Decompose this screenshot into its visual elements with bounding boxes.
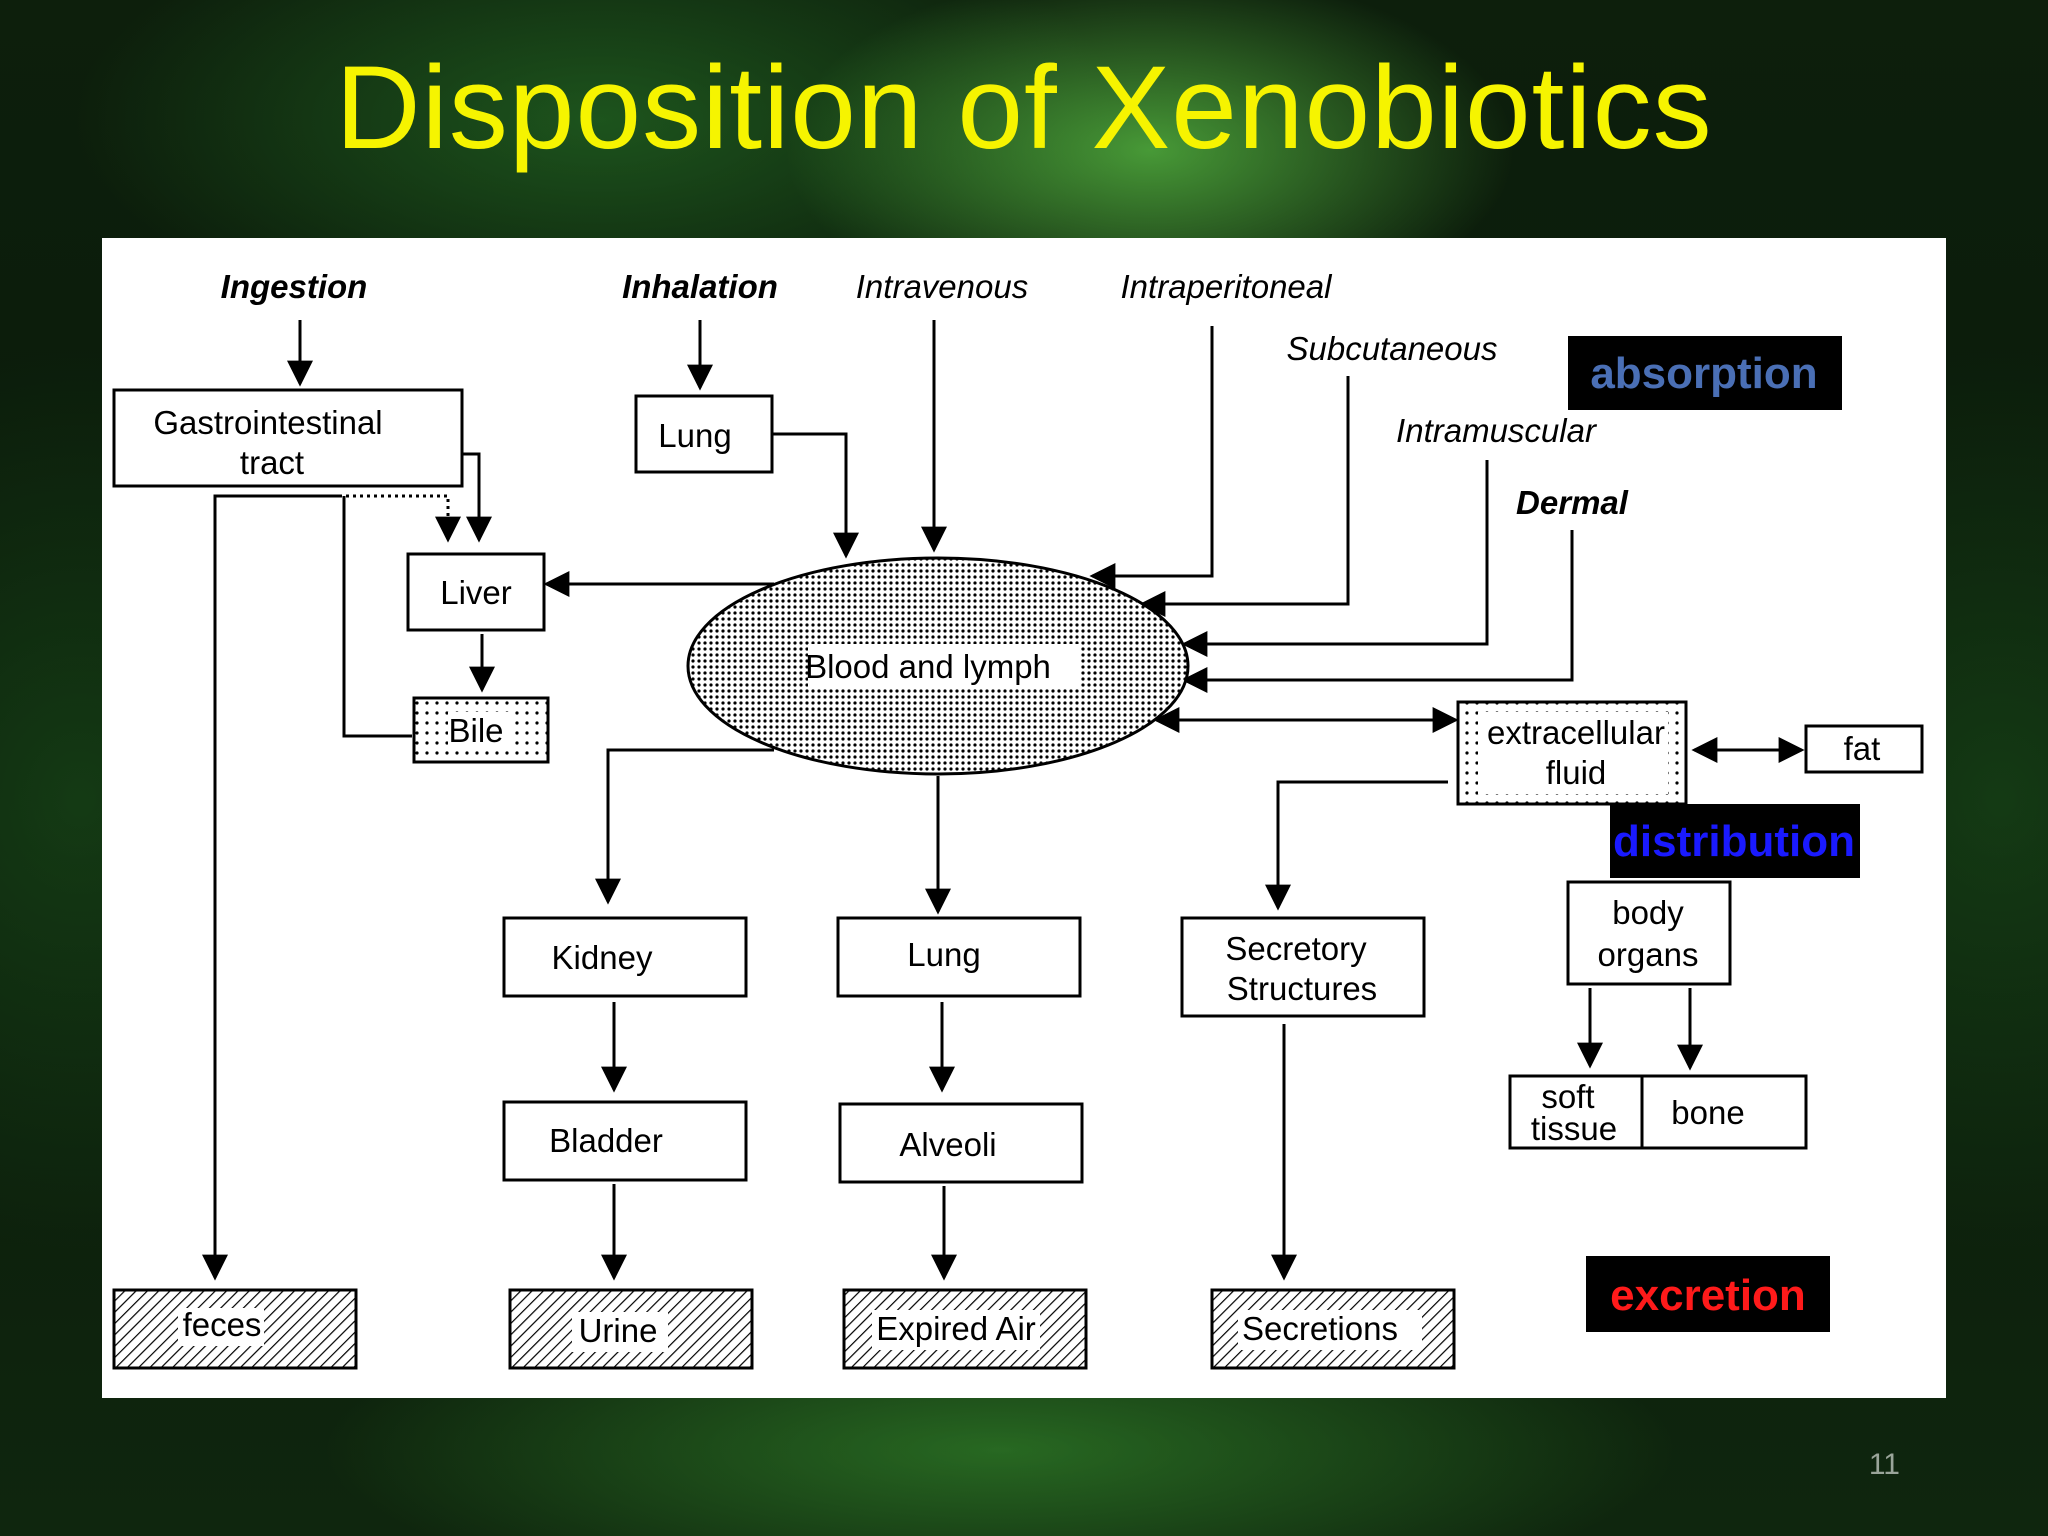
fat-label: fat bbox=[1844, 730, 1881, 767]
body-organs-line2: organs bbox=[1598, 936, 1699, 973]
expired-air-label: Expired Air bbox=[876, 1310, 1036, 1347]
legend-absorption-label: absorption bbox=[1590, 349, 1817, 398]
bile-label: Bile bbox=[448, 712, 503, 749]
page-number: 11 bbox=[1868, 1448, 1900, 1481]
slide-title: Disposition of Xenobiotics bbox=[335, 42, 1713, 174]
lung-top-label: Lung bbox=[658, 417, 731, 454]
route-intravenous: Intravenous bbox=[856, 268, 1028, 305]
soft-tissue-bone-box: soft tissue bone bbox=[1508, 1074, 1808, 1150]
secretory-label-line2: Structures bbox=[1227, 970, 1377, 1007]
arrow-blood-kidney bbox=[595, 748, 774, 905]
expired-air-box: Expired Air bbox=[842, 1288, 1088, 1370]
secretions-label: Secretions bbox=[1242, 1310, 1398, 1347]
route-intramuscular: Intramuscular bbox=[1396, 412, 1598, 449]
alveoli-label: Alveoli bbox=[899, 1126, 996, 1163]
bone-label: bone bbox=[1671, 1094, 1744, 1131]
bladder-box: Bladder bbox=[502, 1100, 748, 1182]
arrow-gi-feces bbox=[202, 494, 342, 1281]
diagram-panel: Ingestion Inhalation Intravenous Intrape… bbox=[102, 238, 1946, 1398]
arrow-dermal-blood bbox=[1181, 530, 1574, 693]
alveoli-box: Alveoli bbox=[838, 1102, 1084, 1184]
liver-label: Liver bbox=[440, 574, 512, 611]
disposition-diagram: Ingestion Inhalation Intravenous Intrape… bbox=[112, 268, 1924, 1370]
route-dermal: Dermal bbox=[1516, 484, 1629, 521]
feces-label: feces bbox=[183, 1306, 262, 1343]
feces-box: feces bbox=[112, 1288, 358, 1370]
lung-bottom-box: Lung bbox=[836, 916, 1082, 998]
lung-top-box: Lung bbox=[634, 394, 774, 474]
bladder-label: Bladder bbox=[549, 1122, 663, 1159]
ecf-box: extracellular fluid bbox=[1456, 700, 1688, 806]
fat-box: fat bbox=[1804, 724, 1924, 774]
urine-label: Urine bbox=[579, 1312, 658, 1349]
liver-box: Liver bbox=[406, 552, 546, 632]
ecf-label-line1: extracellular bbox=[1487, 714, 1665, 751]
connectors bbox=[202, 320, 1805, 1281]
arrow-gi-liver-dotted bbox=[346, 494, 461, 543]
line-bile-gi bbox=[342, 496, 412, 738]
gi-label-line1: Gastrointestinal bbox=[153, 404, 382, 441]
arrow-ecf-secretory bbox=[1265, 780, 1448, 911]
secretory-box: Secretory Structures bbox=[1180, 916, 1426, 1018]
urine-box: Urine bbox=[508, 1288, 754, 1370]
body-organs-line1: body bbox=[1612, 894, 1684, 931]
gi-tract-box: Gastrointestinal tract bbox=[112, 388, 464, 488]
legend-distribution-label: distribution bbox=[1613, 817, 1855, 866]
lung-bottom-label: Lung bbox=[907, 936, 980, 973]
legend-distribution: distribution bbox=[1610, 804, 1860, 878]
bile-box: Bile bbox=[412, 696, 550, 764]
blood-lymph-node: Blood and lymph bbox=[686, 556, 1190, 776]
kidney-box: Kidney bbox=[502, 916, 748, 998]
arrow-intramuscular-blood bbox=[1181, 460, 1489, 657]
arrow-intraperitoneal-blood bbox=[1089, 326, 1214, 589]
soft-tissue-line2: tissue bbox=[1531, 1110, 1617, 1147]
arrow-lung-blood bbox=[772, 432, 859, 559]
legend-excretion-label: excretion bbox=[1610, 1271, 1806, 1320]
arrow-subcutaneous-blood bbox=[1139, 376, 1350, 617]
body-organs-box: body organs bbox=[1566, 880, 1732, 986]
soft-tissue-line1: soft bbox=[1541, 1078, 1594, 1115]
legend-absorption: absorption bbox=[1568, 336, 1842, 410]
route-intraperitoneal: Intraperitoneal bbox=[1121, 268, 1334, 305]
secretions-box: Secretions bbox=[1210, 1288, 1456, 1370]
arrow-gi-liver bbox=[462, 452, 492, 543]
kidney-label: Kidney bbox=[552, 939, 653, 976]
secretory-label-line1: Secretory bbox=[1225, 930, 1367, 967]
blood-lymph-label: Blood and lymph bbox=[805, 648, 1051, 685]
gi-label-line2: tract bbox=[240, 444, 304, 481]
legend-excretion: excretion bbox=[1586, 1256, 1830, 1332]
ecf-label-line2: fluid bbox=[1546, 754, 1607, 791]
route-subcutaneous: Subcutaneous bbox=[1286, 330, 1497, 367]
route-ingestion: Ingestion bbox=[221, 268, 368, 305]
route-inhalation: Inhalation bbox=[622, 268, 778, 305]
